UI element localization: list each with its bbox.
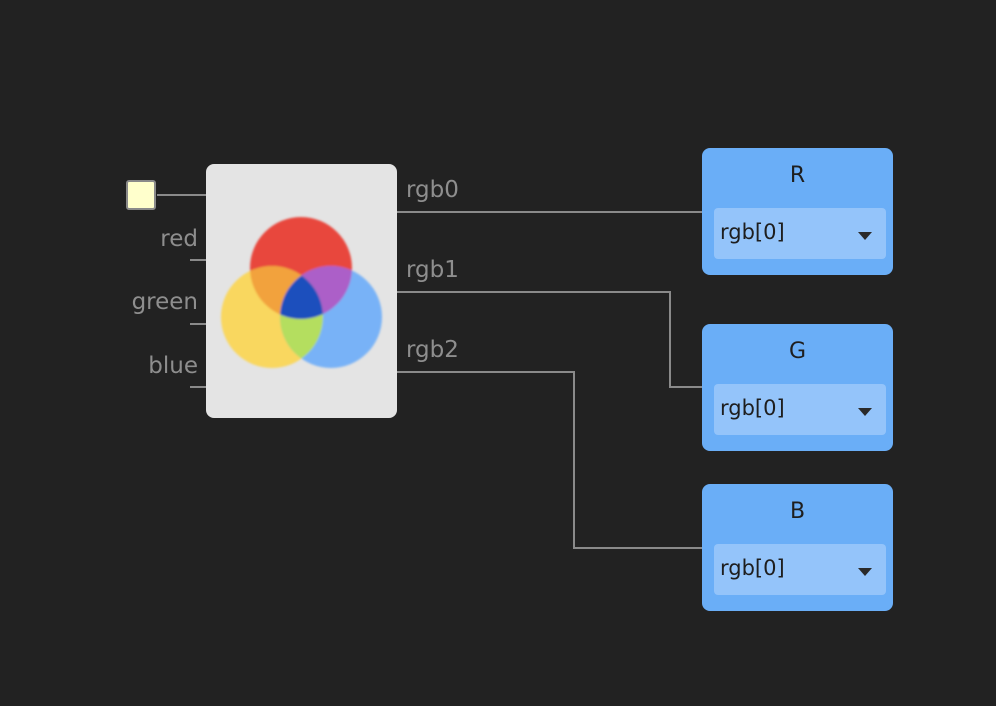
probe-title: B [789,499,806,524]
probe-title: G [788,339,807,364]
wire-rgb1-to-g[interactable] [397,291,703,388]
clock-input-box[interactable] [126,180,156,210]
probe-title: R [789,163,806,188]
probe-r[interactable]: R rgb[0] [702,148,893,275]
rgb-venn-icon [221,217,382,368]
chevron-down-icon[interactable] [858,232,872,240]
input-label-green: green [131,289,198,315]
probe-select[interactable]: rgb[0] [714,208,886,259]
rgb-merge-block[interactable] [206,164,397,418]
input-label-red: red [160,226,198,252]
probe-b[interactable]: B rgb[0] [702,484,893,611]
input-label-blue: blue [148,353,198,379]
probe-select-value: rgb[0] [720,220,785,244]
wire-rgb2-to-b[interactable] [397,371,703,549]
probe-g[interactable]: G rgb[0] [702,324,893,451]
output-label-rgb0: rgb0 [406,177,459,203]
output-label-rgb2: rgb2 [406,337,459,363]
probe-select[interactable]: rgb[0] [714,384,886,435]
probe-select-value: rgb[0] [720,556,785,580]
chevron-down-icon[interactable] [858,408,872,416]
probe-select-value: rgb[0] [720,396,785,420]
output-label-rgb1: rgb1 [406,257,459,283]
probe-select[interactable]: rgb[0] [714,544,886,595]
chevron-down-icon[interactable] [858,568,872,576]
